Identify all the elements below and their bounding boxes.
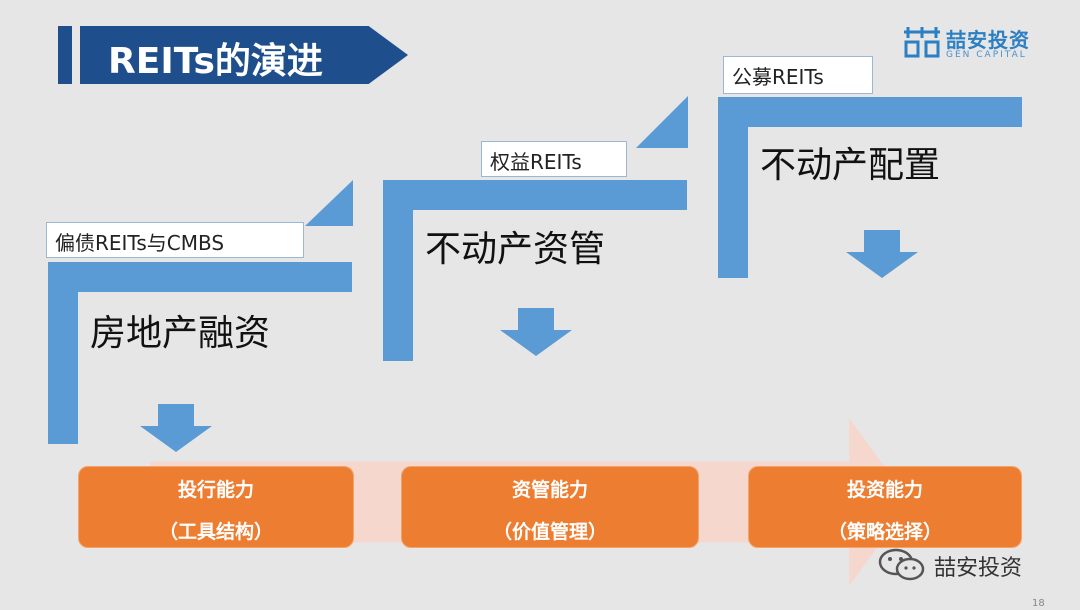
logo-name-en: GEN CAPITAL xyxy=(946,50,1027,60)
wechat-watermark: 喆安投资 xyxy=(876,548,1022,582)
capability-1-detail: （工具结构） xyxy=(158,521,273,543)
stage2-step-vertical xyxy=(383,180,413,361)
stage1-step-horizontal xyxy=(48,262,352,292)
page-number: 18 xyxy=(1032,598,1045,609)
stage3-down-arrow-icon xyxy=(846,230,918,278)
title-arrow-shape xyxy=(80,26,408,84)
wechat-icon xyxy=(878,548,925,581)
title-banner: REITs的演进 xyxy=(58,26,408,84)
stage2-label: 权益REITs xyxy=(481,141,627,177)
capability-box-2: 资管能力 （价值管理） xyxy=(401,466,699,548)
capability-1-name: 投行能力 xyxy=(177,479,254,501)
stage1-title: 房地产融资 xyxy=(90,313,271,354)
capability-box-1: 投行能力 （工具结构） xyxy=(78,466,354,548)
stage3-step-horizontal xyxy=(718,97,1022,127)
title-accent-bar xyxy=(58,26,72,84)
stage2-step-horizontal xyxy=(383,180,687,210)
capability-3-name: 投资能力 xyxy=(846,479,923,501)
stage2-title: 不动产资管 xyxy=(425,229,606,270)
capability-2-name: 资管能力 xyxy=(511,479,588,501)
watermark-text: 喆安投资 xyxy=(934,556,1023,581)
stage3-title: 不动产配置 xyxy=(760,145,941,186)
company-logo: 喆安投资 GEN CAPITAL xyxy=(902,24,1052,64)
stage3-step-vertical xyxy=(718,97,748,278)
capability-box-3: 投资能力 （策略选择） xyxy=(748,466,1022,548)
stage3-label: 公募REITs xyxy=(723,56,873,94)
logo-name-cn: 喆安投资 xyxy=(946,28,1030,52)
capability-3-detail: （策略选择） xyxy=(827,521,942,543)
stage2-corner-triangle xyxy=(636,96,688,148)
stage2-down-arrow-icon xyxy=(500,308,572,356)
stage1-step-vertical xyxy=(48,262,78,444)
logo-icon xyxy=(904,27,940,58)
stage1-corner-triangle xyxy=(305,180,353,226)
capability-2-detail: （价值管理） xyxy=(492,521,607,543)
stage1-label: 偏债REITs与CMBS xyxy=(46,222,304,258)
page-title: REITs的演进 xyxy=(108,41,323,82)
stage1-down-arrow-icon xyxy=(140,404,212,452)
